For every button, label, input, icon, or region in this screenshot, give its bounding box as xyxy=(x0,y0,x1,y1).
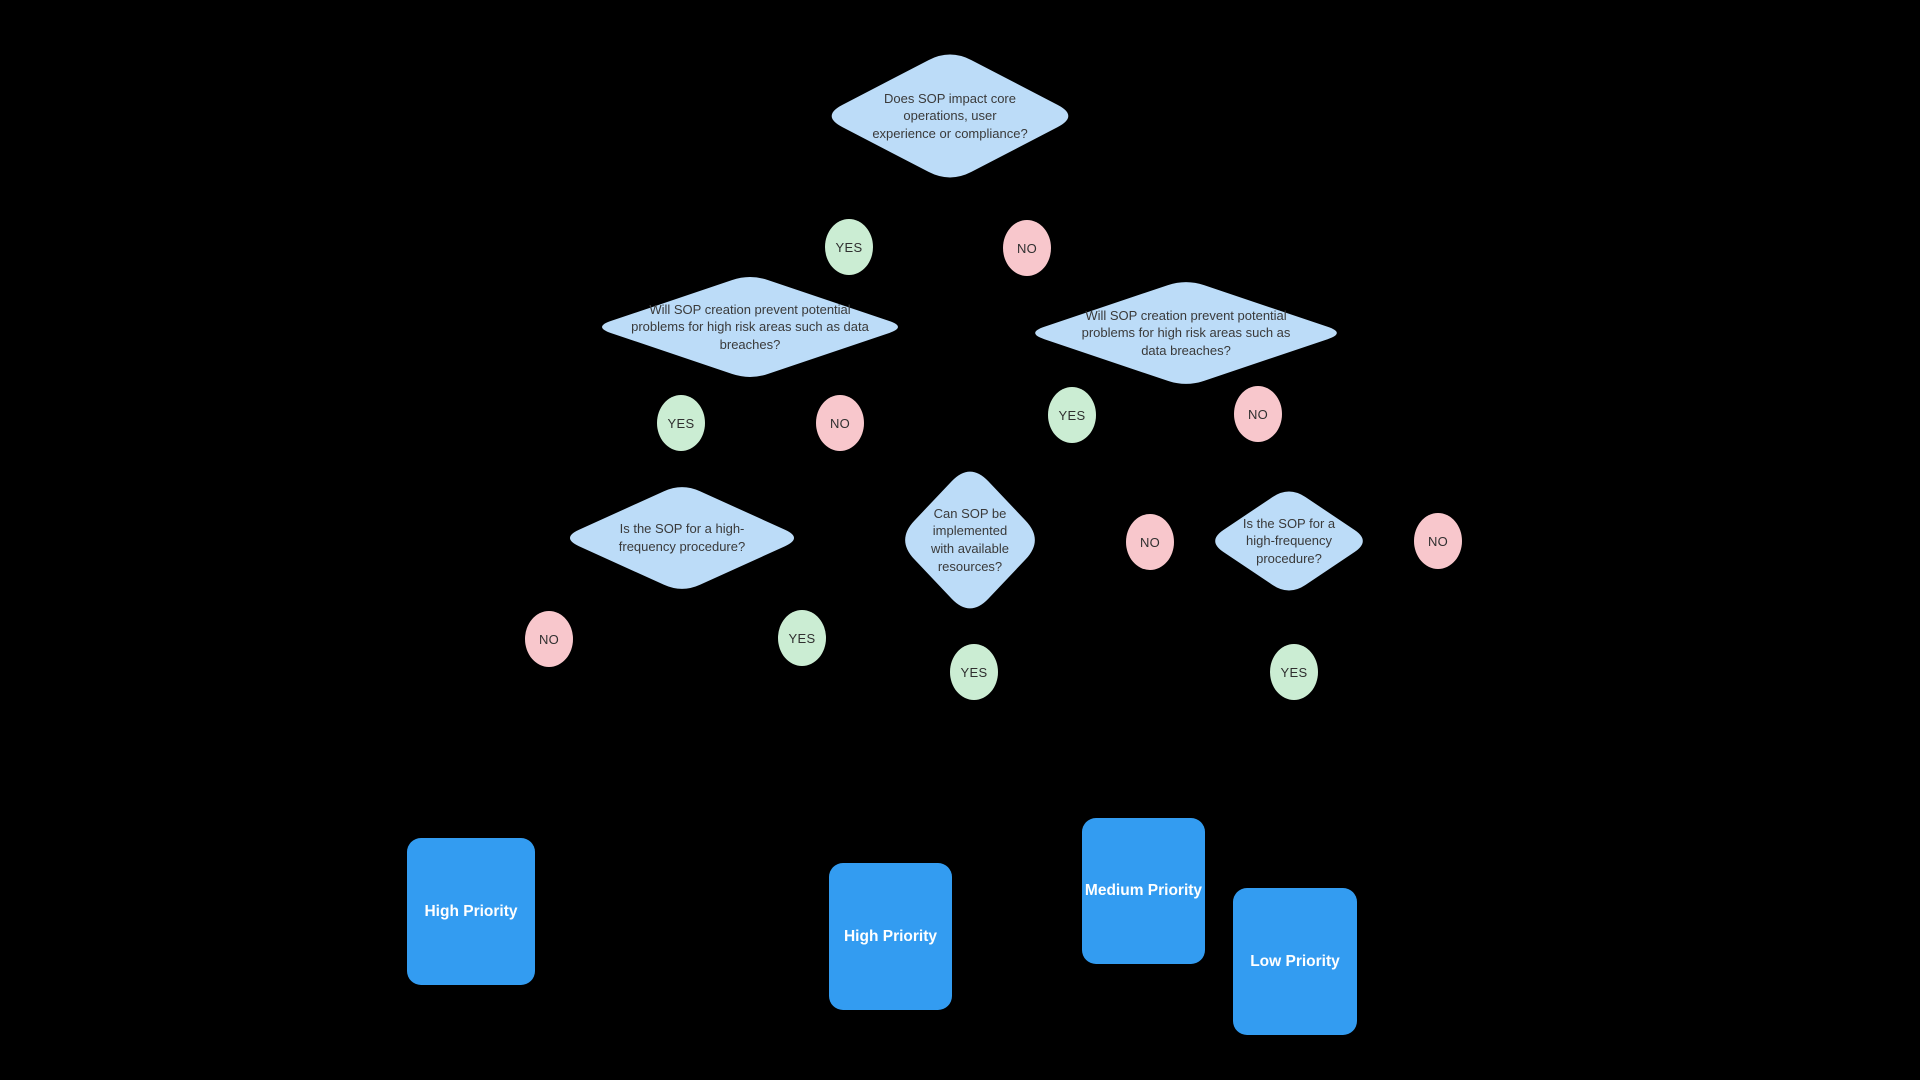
branch-label-no: NO xyxy=(1003,220,1051,276)
decision-text: Will SOP creation prevent potential prob… xyxy=(1081,307,1291,358)
outcome-medium-priority: Medium Priority xyxy=(1082,818,1205,964)
branch-label-no: NO xyxy=(816,395,864,451)
branch-label-yes: YES xyxy=(778,610,826,666)
branch-label-no: NO xyxy=(525,611,573,667)
diamond-shape xyxy=(570,487,794,589)
diamond-shape xyxy=(602,277,898,377)
decision-node-prevent-right: Will SOP creation prevent potential prob… xyxy=(1026,279,1346,387)
outcome-label: High Priority xyxy=(424,902,518,920)
branch-label-text: NO xyxy=(1016,240,1038,256)
branch-label-text: NO xyxy=(1427,533,1449,549)
branch-label-text: NO xyxy=(1139,534,1161,550)
branch-label-text: YES xyxy=(667,415,695,431)
outcome-low-priority: Low Priority xyxy=(1233,888,1357,1035)
branch-label-no: NO xyxy=(1414,513,1462,569)
outcome-label: Low Priority xyxy=(1250,952,1340,970)
outcome-label: High Priority xyxy=(843,927,937,945)
branch-label-text: YES xyxy=(835,239,863,255)
diamond-shape xyxy=(831,54,1069,178)
branch-label-yes: YES xyxy=(657,395,705,451)
branch-label-text: NO xyxy=(538,631,560,647)
decision-node-prevent-left: Will SOP creation prevent potential prob… xyxy=(593,274,907,380)
decision-text: Will SOP creation prevent potential prob… xyxy=(631,301,869,352)
branch-label-yes: YES xyxy=(950,644,998,700)
branch-label-text: YES xyxy=(960,664,988,680)
outcome-high-priority-2: High Priority xyxy=(829,863,952,1010)
branch-label-no: NO xyxy=(1126,514,1174,570)
decision-node-impact: Does SOP impact core operations, user ex… xyxy=(821,49,1079,183)
decision-node-high-frequency-left: Is the SOP for a high-frequency procedur… xyxy=(561,483,803,593)
branch-label-yes: YES xyxy=(1048,387,1096,443)
branch-label-yes: YES xyxy=(825,219,873,275)
branch-label-yes: YES xyxy=(1270,644,1318,700)
branch-label-text: YES xyxy=(1280,664,1308,680)
diamond-shape xyxy=(905,471,1035,609)
diamond-shape xyxy=(1215,491,1363,591)
decision-node-high-frequency-right: Is the SOP for a high-frequency procedur… xyxy=(1207,486,1371,596)
decision-text: Does SOP impact core operations, user ex… xyxy=(872,90,1028,141)
branch-label-text: NO xyxy=(1247,406,1269,422)
outcome-high-priority-1: High Priority xyxy=(407,838,535,985)
decision-text: Is the SOP for a high-frequency procedur… xyxy=(1242,515,1336,566)
branch-label-text: YES xyxy=(788,630,816,646)
branch-label-no: NO xyxy=(1234,386,1282,442)
decision-node-resources: Can SOP be implemented with available re… xyxy=(896,462,1044,618)
decision-text: Can SOP be implemented with available re… xyxy=(930,505,1010,574)
outcome-label: Medium Priority xyxy=(1084,882,1203,899)
diamond-shape xyxy=(1035,282,1337,384)
branch-label-text: NO xyxy=(829,415,851,431)
branch-label-text: YES xyxy=(1058,407,1086,423)
decision-text: Is the SOP for a high-frequency procedur… xyxy=(618,521,746,554)
